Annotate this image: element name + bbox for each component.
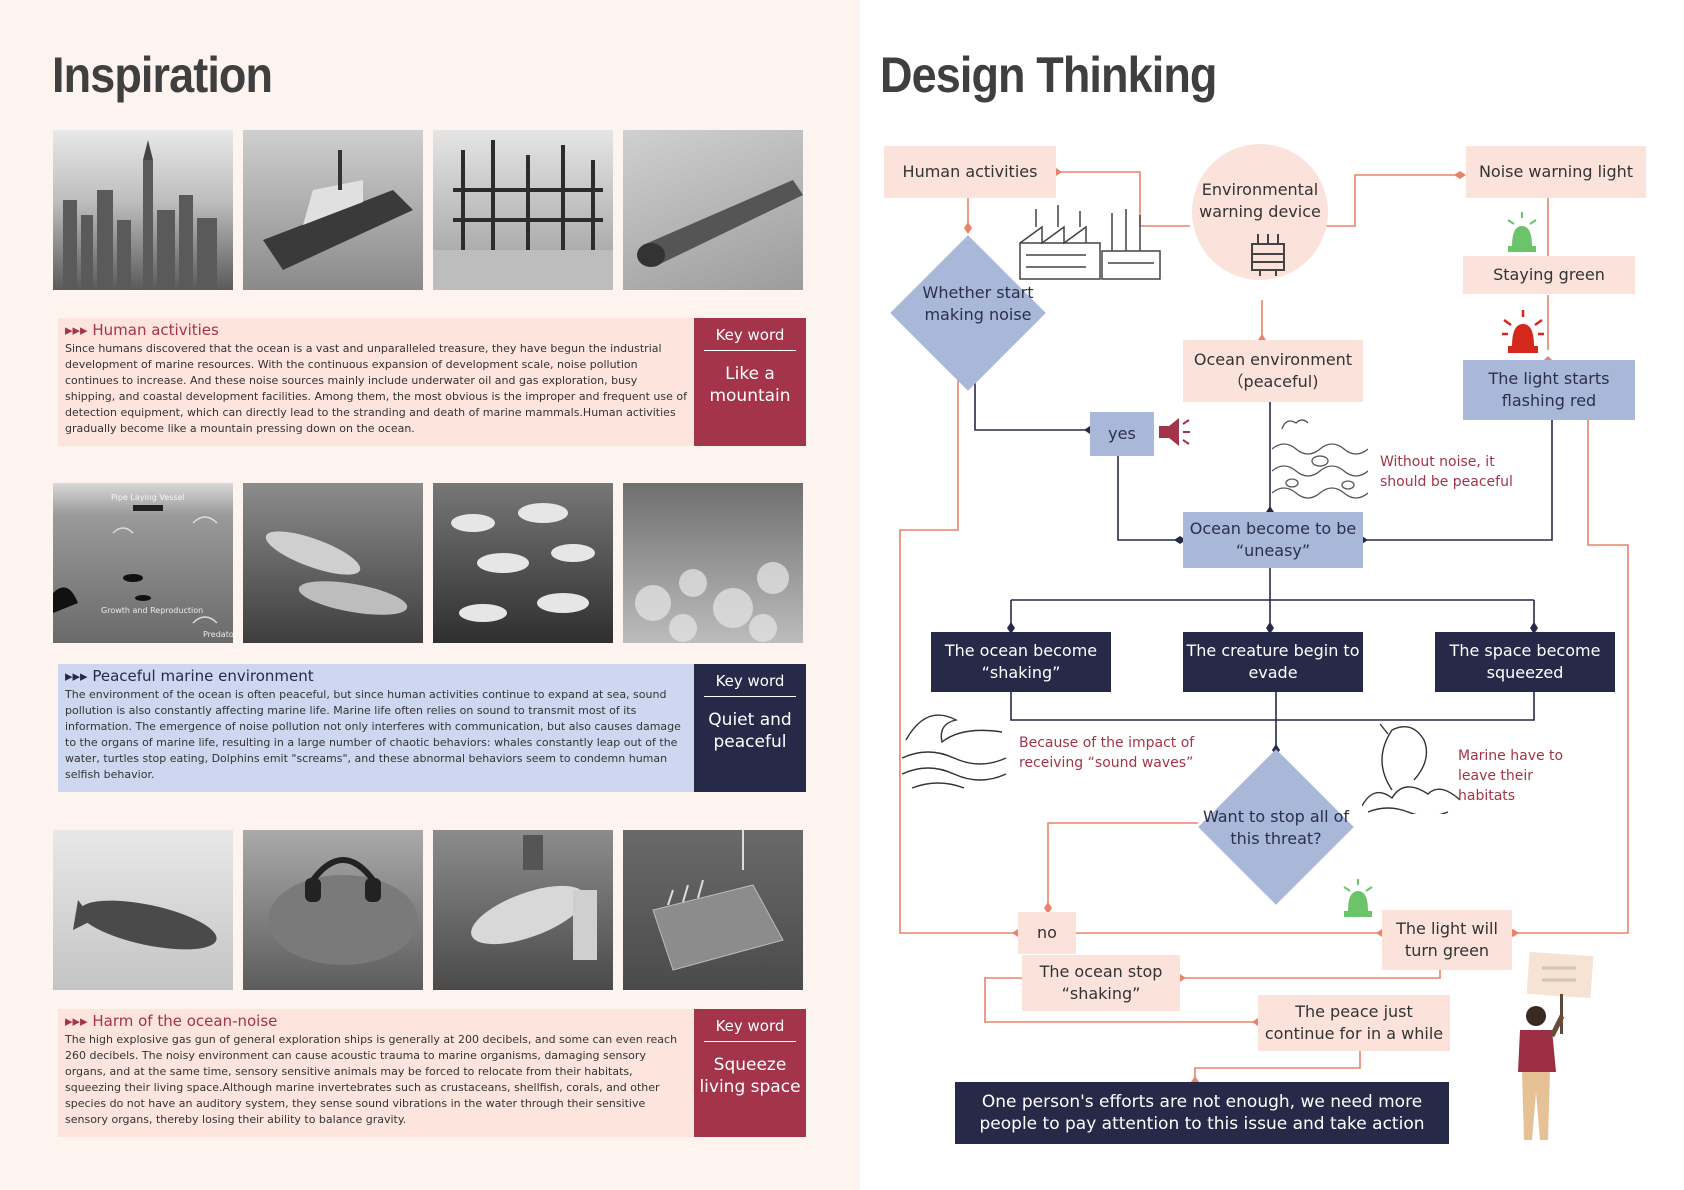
factory-icon (1019, 205, 1161, 280)
keyword-label: Key word (704, 1017, 796, 1042)
keyword-label: Key word (704, 672, 796, 697)
node-creature-evade: The creature begin to evade (1183, 632, 1363, 692)
section-heading: ▸▸▸ Human activities (65, 321, 219, 339)
photo-underwater-equipment (623, 830, 803, 990)
section-peaceful-marine: ▸▸▸ Peaceful marine environment The envi… (58, 664, 694, 792)
section-heading: ▸▸▸ Peaceful marine environment (65, 667, 314, 685)
node-environmental-warning-device: Environmental warning device (1192, 144, 1328, 280)
photo-dolphins (243, 483, 423, 643)
design-thinking-title: Design Thinking (880, 47, 1217, 103)
node-ocean-peaceful: Ocean environment（peaceful) (1183, 340, 1363, 402)
protester-illustration (1518, 951, 1594, 1140)
node-noise-warning-light: Noise warning light (1466, 146, 1646, 198)
waves-sea-life-icon (1272, 419, 1368, 499)
section-body: The high explosive gas gun of general ex… (65, 1033, 678, 1126)
note-sound-waves: Because of the impact of receiving “soun… (1019, 735, 1195, 771)
node-light-turn-green: The light will turn green (1382, 910, 1512, 970)
keyword-value: Like a mountain (709, 364, 791, 406)
decision-want-stop-label: Want to stop all of this threat? (1202, 807, 1350, 848)
node-yes: yes (1090, 412, 1154, 456)
photo-fish-school (433, 483, 613, 643)
photo-stranded-whale (53, 830, 233, 990)
decision-whether-noise-label: Whether start making noise (922, 283, 1034, 324)
inspiration-panel: Inspiration ▸▸▸ Human activities Since h… (52, 47, 806, 1137)
keyword-box-2: Key word Quiet and peaceful (694, 664, 806, 792)
node-peace-continue: The peace just continue for in a while (1258, 995, 1450, 1051)
section-harm-ocean-noise: ▸▸▸ Harm of the ocean-noise The high exp… (58, 1009, 694, 1137)
photo-sound-diagram: Pipe Laying Vessel Growth and Reproducti… (53, 483, 233, 643)
photo-coral-reef (623, 483, 803, 643)
diagram-label: Predator (203, 630, 233, 639)
node-light-flashing-red: The light starts flashing red (1463, 360, 1635, 420)
keyword-value: Squeeze living space (699, 1055, 801, 1097)
photo-city-skyline (53, 130, 233, 290)
photo-detection-device (623, 130, 803, 290)
green-siren-icon (1343, 879, 1373, 917)
node-ocean-uneasy: Ocean become to be “uneasy” (1183, 512, 1363, 568)
note-leave-habitats: Marine have to leave their habitats (1458, 748, 1564, 804)
red-siren-icon (1502, 310, 1544, 353)
section-human-activities: ▸▸▸ Human activities Since humans discov… (58, 318, 694, 446)
keyword-box-3: Key word Squeeze living space (694, 1009, 806, 1137)
section-body: Since humans discovered that the ocean i… (65, 342, 687, 435)
node-label: Environmental warning device (1199, 180, 1321, 221)
waves-icon (902, 714, 1007, 789)
diagram-label: Growth and Reproduction (101, 606, 204, 615)
node-staying-green: Staying green (1463, 256, 1635, 294)
keyword-value: Quiet and peaceful (708, 710, 792, 752)
photo-dead-marine-animal (433, 830, 613, 990)
megaphone-icon (1159, 418, 1190, 446)
node-space-squeezed: The space become squeezed (1435, 632, 1615, 692)
keyword-label: Key word (704, 326, 796, 351)
section-body: The environment of the ocean is often pe… (65, 688, 681, 781)
device-icon (1251, 234, 1285, 276)
node-human-activities: Human activities (884, 146, 1056, 198)
node-conclusion: One person's efforts are not enough, we … (955, 1082, 1449, 1144)
inspiration-title: Inspiration (52, 47, 273, 103)
diagram-label: Pipe Laying Vessel (111, 493, 185, 502)
photo-oil-rigs (433, 130, 613, 290)
green-siren-icon (1507, 212, 1537, 252)
dolphin-icon (1362, 723, 1460, 814)
node-ocean-stop-shaking: The ocean stop “shaking” (1022, 955, 1180, 1011)
node-ocean-shaking: The ocean become “shaking” (931, 632, 1111, 692)
note-without-noise: Without noise, it should be peaceful (1380, 454, 1513, 490)
node-no: no (1018, 912, 1076, 954)
section-heading: ▸▸▸ Harm of the ocean-noise (65, 1012, 278, 1030)
keyword-box-1: Key word Like a mountain (694, 318, 806, 446)
photo-whale-headphones (243, 830, 423, 990)
photo-exploration-ship (243, 130, 423, 290)
